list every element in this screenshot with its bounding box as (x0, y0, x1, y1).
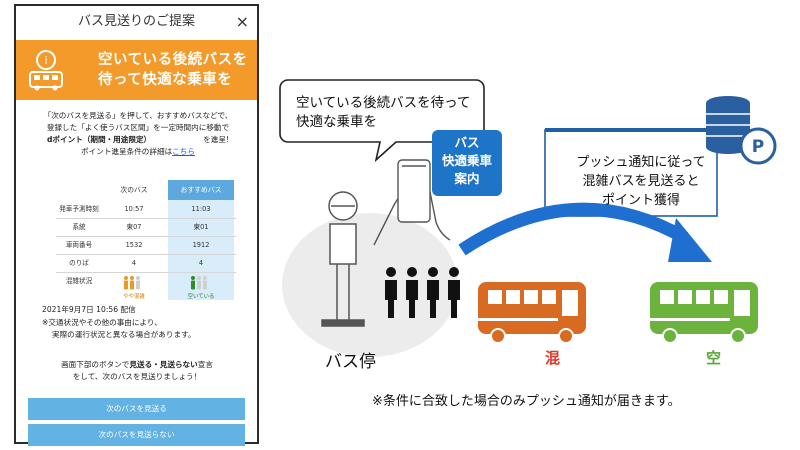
row-label: 発車予測時刻 (59, 205, 99, 213)
speech-bubble-text: 空いている後続バスを待って 快適な乗車を (296, 94, 470, 132)
footer-note: ※条件に合致した場合のみプッシュ通知が届きます。 (372, 394, 681, 409)
dont-skip-next-bus-button[interactable]: 次のバスを見送らない (28, 424, 245, 446)
person-holding-phone-icon (373, 159, 451, 246)
banner-text: 空いている後続バスを 待って快適な乗車を (98, 50, 258, 90)
svg-text:i: i (44, 54, 47, 67)
bus-stop-icon (321, 191, 365, 327)
next-value: 4 (131, 259, 137, 267)
prompt-emphasis: 見送る・見送らない (129, 360, 198, 369)
row-label: 車両番号 (65, 241, 93, 249)
push-box (544, 129, 718, 217)
badge-line: バス (454, 135, 480, 150)
crowded-label: 混 (545, 349, 561, 367)
coin-stack-icon: P (706, 96, 777, 165)
skip-next-bus-button[interactable]: 次のバスを見送る (28, 398, 245, 420)
table-row: 系統 東07 東01 (56, 218, 236, 237)
intro-line: 「次のバスを見送る」を押して、おすすめバスなどで、 (43, 111, 233, 120)
bus-stop-label: バス停 (325, 352, 376, 372)
arrow-icon (458, 202, 689, 256)
badge-line: 快適乗車 (441, 153, 492, 168)
rec-value: 東01 (193, 223, 209, 231)
header-recommended-bus: おすすめバス (168, 180, 234, 200)
prompt-text: 宣言 (197, 360, 213, 369)
conditions-link[interactable]: こちら (172, 147, 195, 156)
intro-line-text: ポイント進呈条件の詳細は (81, 147, 173, 156)
next-value: 1532 (125, 241, 143, 249)
row-label: のりば (69, 259, 89, 267)
dpoint-label: dポイント（期間・用途限定） (47, 135, 152, 144)
table-row: 車両番号 1532 1912 (56, 236, 236, 255)
bus-comfort-badge: バス 快適乗車 案内 (432, 130, 502, 196)
delivery-datetime: 2021年9月7日 10:56 配信 (42, 305, 136, 314)
empty-label: 空 (706, 349, 722, 367)
push-line: ポイント獲得 (601, 193, 680, 208)
crowded-bus-icon (478, 282, 586, 344)
rec-value: 11:03 (191, 205, 211, 213)
row-label: 混雑状況 (65, 277, 93, 285)
point-icon: P (752, 137, 764, 157)
bus-skip-dialog: バス見送りのご提案 × i 空いている後続バスを 待って快適な乗車を 「次のバス… (14, 4, 259, 446)
push-notification-text: プッシュ通知に従って 混雑バスを見送ると ポイント獲得 (562, 153, 720, 210)
push-line: 混雑バスを見送ると (582, 174, 700, 189)
illustration: P (279, 79, 777, 357)
bubble-line: 快適な乗車を (296, 114, 377, 130)
row-label: 系統 (72, 223, 86, 231)
push-line: プッシュ通知に従って (576, 155, 706, 170)
bubble-line: 空いている後続バスを待って (296, 95, 471, 111)
prompt-text: 画面下部のボタンで (61, 360, 130, 369)
banner-line: 空いている後続バスを (98, 52, 248, 68)
close-icon[interactable]: × (235, 12, 249, 31)
next-value: 東07 (126, 223, 142, 231)
banner: i 空いている後続バスを 待って快適な乗車を (16, 40, 257, 100)
prompt-line: 画面下部のボタンで見送る・見送らない宣言 (26, 359, 248, 371)
crowd-level-icons (124, 276, 207, 290)
disclaimer-line: 実際の運行状況と異なる場合があります。 (52, 330, 196, 339)
table-row: 発車予測時刻 10:57 11:03 (56, 200, 236, 219)
empty-bus-icon (650, 282, 758, 344)
intro-line: dポイント（期間・用途限定） を進呈! (22, 134, 254, 146)
bus-notification-icon: i (29, 50, 63, 91)
intro-text: 「次のバスを見送る」を押して、おすすめバスなどで、 登録した「よく使うバス区間」… (22, 110, 254, 158)
crowd-next-caption: やや混雑 (123, 294, 145, 300)
declare-prompt: 画面下部のボタンで見送る・見送らない宣言 をして、次のバスを見送りましょう！ (26, 359, 248, 383)
badge-line: 案内 (454, 171, 480, 186)
disclaimer-line: ※交通状況やその他の事由により、 (42, 318, 162, 327)
table-row: のりば 4 4 (56, 254, 236, 273)
crowd-rec-caption: 空いている (187, 294, 215, 300)
next-value: 10:57 (124, 205, 144, 213)
rec-value: 1912 (192, 241, 210, 249)
header-next-bus: 次のバス (120, 186, 148, 194)
intro-line: 登録した「よく使うバス区間」を一定時間内に移動で (46, 123, 230, 132)
table-row-crowding: 混雑状況 やや混雑 空いている (56, 272, 236, 300)
rec-value: 4 (198, 259, 204, 267)
prompt-line: をして、次のバスを見送りましょう！ (72, 372, 202, 381)
dialog-title: バス見送りのご提案 (77, 14, 195, 29)
intro-line-rest: を進呈! (203, 135, 229, 144)
banner-line: 待って快適な乗車を (98, 72, 233, 88)
waiting-passengers-icon (385, 267, 460, 318)
intro-line: ポイント進呈条件の詳細はこちら (22, 146, 254, 158)
